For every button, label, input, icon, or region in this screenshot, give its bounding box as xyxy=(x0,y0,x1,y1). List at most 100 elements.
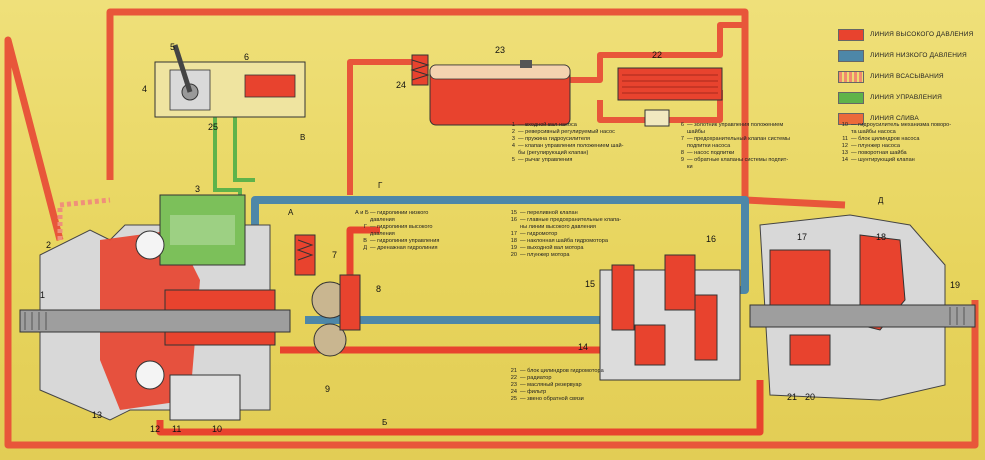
callout-7: 7 xyxy=(332,250,337,260)
caption-text: ны линии высокого давления xyxy=(520,224,596,230)
control-valve-6 xyxy=(154,44,306,118)
caption-text: давления xyxy=(370,217,395,223)
callout-15: 15 xyxy=(585,279,595,289)
caption-line: ны линии высокого давления xyxy=(505,224,621,231)
caption-number: 12 xyxy=(841,143,848,149)
caption-number: 17 xyxy=(510,231,517,237)
caption-text: — плунжер мотора xyxy=(520,252,570,258)
caption-number: 15 xyxy=(510,210,517,216)
caption-line: та шайбы насоса xyxy=(836,129,951,136)
caption-number: Г xyxy=(363,224,367,230)
callout-8: 8 xyxy=(376,284,381,294)
caption-text: ки xyxy=(687,164,693,170)
caption-text: — блок цилиндров гидромотора xyxy=(520,368,604,374)
callout-10: 10 xyxy=(212,424,222,434)
motor-valve-block xyxy=(599,254,741,381)
caption-line: 13— поворотная шайба xyxy=(836,150,951,157)
caption-line: шайбы xyxy=(672,129,790,136)
caption-text: — переливной клапан xyxy=(520,210,578,216)
legend-item: ЛИНИЯ ВСАСЫВАНИЯ xyxy=(838,66,983,87)
callout-9: 9 xyxy=(325,384,330,394)
caption-number: 13 xyxy=(841,150,848,156)
caption-text: та шайбы насоса xyxy=(851,129,896,135)
callout-19: 19 xyxy=(950,280,960,290)
oil-reservoir-23 xyxy=(429,60,571,126)
motor-shaft-splines xyxy=(949,307,965,325)
legend-label: ЛИНИЯ СЛИВА xyxy=(870,115,919,122)
caption-line: 12— плунжер насоса xyxy=(836,143,951,150)
legend-swatch xyxy=(838,28,864,41)
caption-line: 8— насос подпитки xyxy=(672,150,790,157)
caption-line: 9— обратные клапаны системы подпит- xyxy=(672,157,790,164)
radiator-22 xyxy=(617,67,723,127)
caption-text: — наклонная шайба гидромотора xyxy=(520,238,608,244)
caption-line: бы (регулирующий клапан) xyxy=(503,150,623,157)
caption-text: — входной вал насоса xyxy=(518,122,577,128)
caption-text: подпитки насоса xyxy=(687,143,731,149)
caption-number: 9 xyxy=(680,157,684,163)
suction-line xyxy=(57,197,111,240)
caption-line: 1— входной вал насоса xyxy=(503,122,623,129)
caption-number: В xyxy=(363,238,367,244)
caption-text: — выходной вал мотора xyxy=(520,245,584,251)
caption-line: 11— блок цилиндров насоса xyxy=(836,136,951,143)
caption-text: — звено обратной связи xyxy=(520,396,584,402)
callout-13: 13 xyxy=(92,410,102,420)
caption-line: 21— блок цилиндров гидромотора xyxy=(505,368,604,375)
caption-line: Д— дренажная гидролиния xyxy=(355,245,439,252)
caption-line: 7— предохранительный клапан системы xyxy=(672,136,790,143)
caption-text: — фильтр xyxy=(520,389,547,395)
caption-text: — клапан управления положением шай- xyxy=(518,143,624,149)
caption-number: 10 xyxy=(841,122,848,128)
callout-12: 12 xyxy=(150,424,160,434)
caption-line: Г— гидролиния высокого xyxy=(355,224,439,231)
caption-text: — радиатор xyxy=(520,375,552,381)
caption-text: — реверсивный регулируемый насос xyxy=(518,129,615,135)
caption-number: 25 xyxy=(510,396,517,402)
legend-swatch xyxy=(838,91,864,104)
callout-24: 24 xyxy=(396,80,406,90)
caption-line: 19— выходной вал мотора xyxy=(505,245,621,252)
caption-line: 15— переливной клапан xyxy=(505,210,621,217)
callout-20: 20 xyxy=(805,392,815,402)
caption-line: 2— реверсивный регулируемый насос xyxy=(503,129,623,136)
caption-text: — главные предохранительные клапа- xyxy=(520,217,622,223)
caption-line: 10— гидроусилитель механизма поворо- xyxy=(836,122,951,129)
callout-3: 3 xyxy=(195,184,200,194)
legend-label: ЛИНИЯ УПРАВЛЕНИЯ xyxy=(870,94,942,101)
caption-line: 18— наклонная шайба гидромотора xyxy=(505,238,621,245)
caption-line: В— гидролиния управления xyxy=(355,238,439,245)
caption-number: 8 xyxy=(680,150,684,156)
caption-text: — поворотная шайба xyxy=(851,150,907,156)
caption-text: — предохранительный клапан системы xyxy=(687,136,791,142)
caption-text: — гидромотор xyxy=(520,231,558,237)
caption-line: 3— пружина гидроусилителя xyxy=(503,136,623,143)
caption-number: 19 xyxy=(510,245,517,251)
caption-number: 1 xyxy=(511,122,515,128)
caption-line: 23— масляный резервуар xyxy=(505,382,604,389)
caption-text: шайбы xyxy=(687,129,705,135)
caption-text: — плунжер насоса xyxy=(851,143,900,149)
filter-24 xyxy=(410,54,430,86)
callout-5: 5 xyxy=(170,42,175,52)
drain-line xyxy=(4,8,979,449)
callout-21: 21 xyxy=(787,392,797,402)
caption-number: 24 xyxy=(510,389,517,395)
legend-label: ЛИНИЯ ВСАСЫВАНИЯ xyxy=(870,73,944,80)
caption-number: А и Б xyxy=(355,210,369,216)
line-letter: В xyxy=(300,133,305,142)
caption-text: — дренажная гидролиния xyxy=(370,245,438,251)
caption-number: 18 xyxy=(510,238,517,244)
callout-23: 23 xyxy=(495,45,505,55)
charge-pump-8 xyxy=(311,274,361,357)
callout-18: 18 xyxy=(876,232,886,242)
caption-number: 14 xyxy=(841,157,848,163)
motor-assembly xyxy=(749,214,976,401)
relief-valve-7 xyxy=(294,234,316,276)
legend-item: ЛИНИЯ УПРАВЛЕНИЯ xyxy=(838,87,983,108)
callout-4: 4 xyxy=(142,84,147,94)
